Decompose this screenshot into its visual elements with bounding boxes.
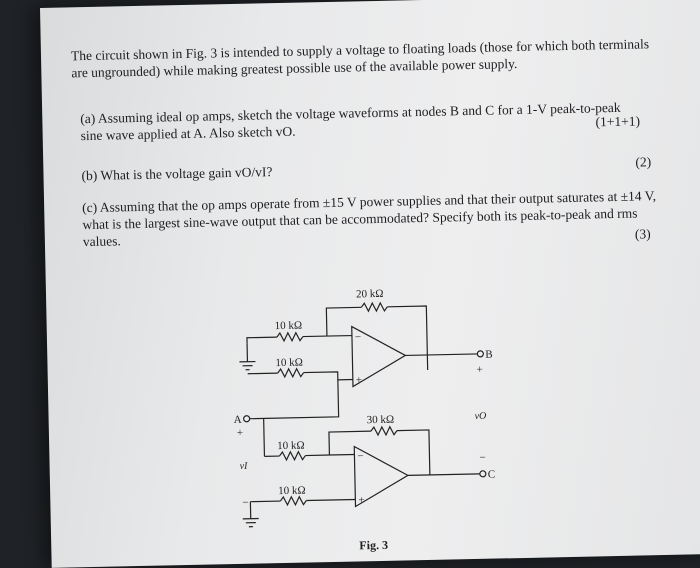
top-plus: +: [356, 374, 362, 386]
question-b-text: What is the voltage gain vO/vI?: [100, 164, 273, 183]
question-c-text: Assuming that the op amps operate from ±…: [82, 188, 657, 250]
ground-icon-2: [242, 517, 259, 528]
question-b-marks: (2): [635, 154, 652, 170]
bottom-minus: −: [357, 450, 363, 462]
top-minus: −: [355, 331, 361, 343]
vi-label: vI: [240, 461, 249, 472]
resistor-30k: [370, 425, 398, 437]
node-a-label: A: [234, 414, 242, 426]
label-10k-1: 10 kΩ: [275, 320, 303, 333]
label-10k-4: 10 kΩ: [278, 485, 306, 498]
label-10k-2: 10 kΩ: [275, 357, 303, 370]
question-a: (a) Assuming ideal op amps, sketch the v…: [80, 98, 641, 144]
vo-minus: −: [479, 452, 485, 464]
question-b-label: (b): [81, 167, 98, 184]
vi-plus: +: [237, 427, 243, 439]
exam-sheet: The circuit shown in Fig. 3 is intended …: [40, 0, 700, 568]
label-20k: 20 kΩ: [356, 288, 384, 301]
ground-icon: [239, 360, 256, 371]
question-a-label: (a): [80, 110, 96, 127]
question-c-label: (c): [82, 199, 98, 216]
question-a-text: Assuming ideal op amps, sketch the volta…: [80, 99, 621, 144]
label-30k: 30 kΩ: [367, 414, 395, 427]
vo-label: vO: [475, 411, 487, 422]
resistor-10k-1: [276, 331, 304, 343]
figure-caption: Fig. 3: [359, 538, 388, 553]
question-a-marks: (1+1+1): [595, 113, 641, 130]
question-c: (c) Assuming that the op amps operate fr…: [82, 187, 673, 250]
op-amp-top: [351, 325, 407, 388]
node-c-label: C: [488, 469, 496, 481]
vo-plus: +: [477, 364, 483, 376]
resistor-10k-3: [278, 450, 306, 462]
label-10k-3: 10 kΩ: [277, 440, 305, 453]
circuit-figure: 20 kΩ 10 kΩ 10 kΩ 30 kΩ 10 kΩ 10 kΩ − + …: [234, 288, 496, 553]
question-b: (b) What is the voltage gain vO/vI?: [81, 163, 272, 184]
node-b-label: B: [485, 349, 493, 361]
intro-paragraph: The circuit shown in Fig. 3 is intended …: [70, 36, 650, 81]
op-amp-bottom: [353, 445, 410, 508]
resistor-10k-4: [279, 495, 307, 507]
vi-minus: −: [242, 497, 248, 509]
resistor-10k-2: [277, 367, 305, 379]
bottom-plus: +: [358, 494, 364, 506]
resistor-20k: [360, 301, 388, 313]
question-c-marks: (3): [634, 226, 651, 242]
